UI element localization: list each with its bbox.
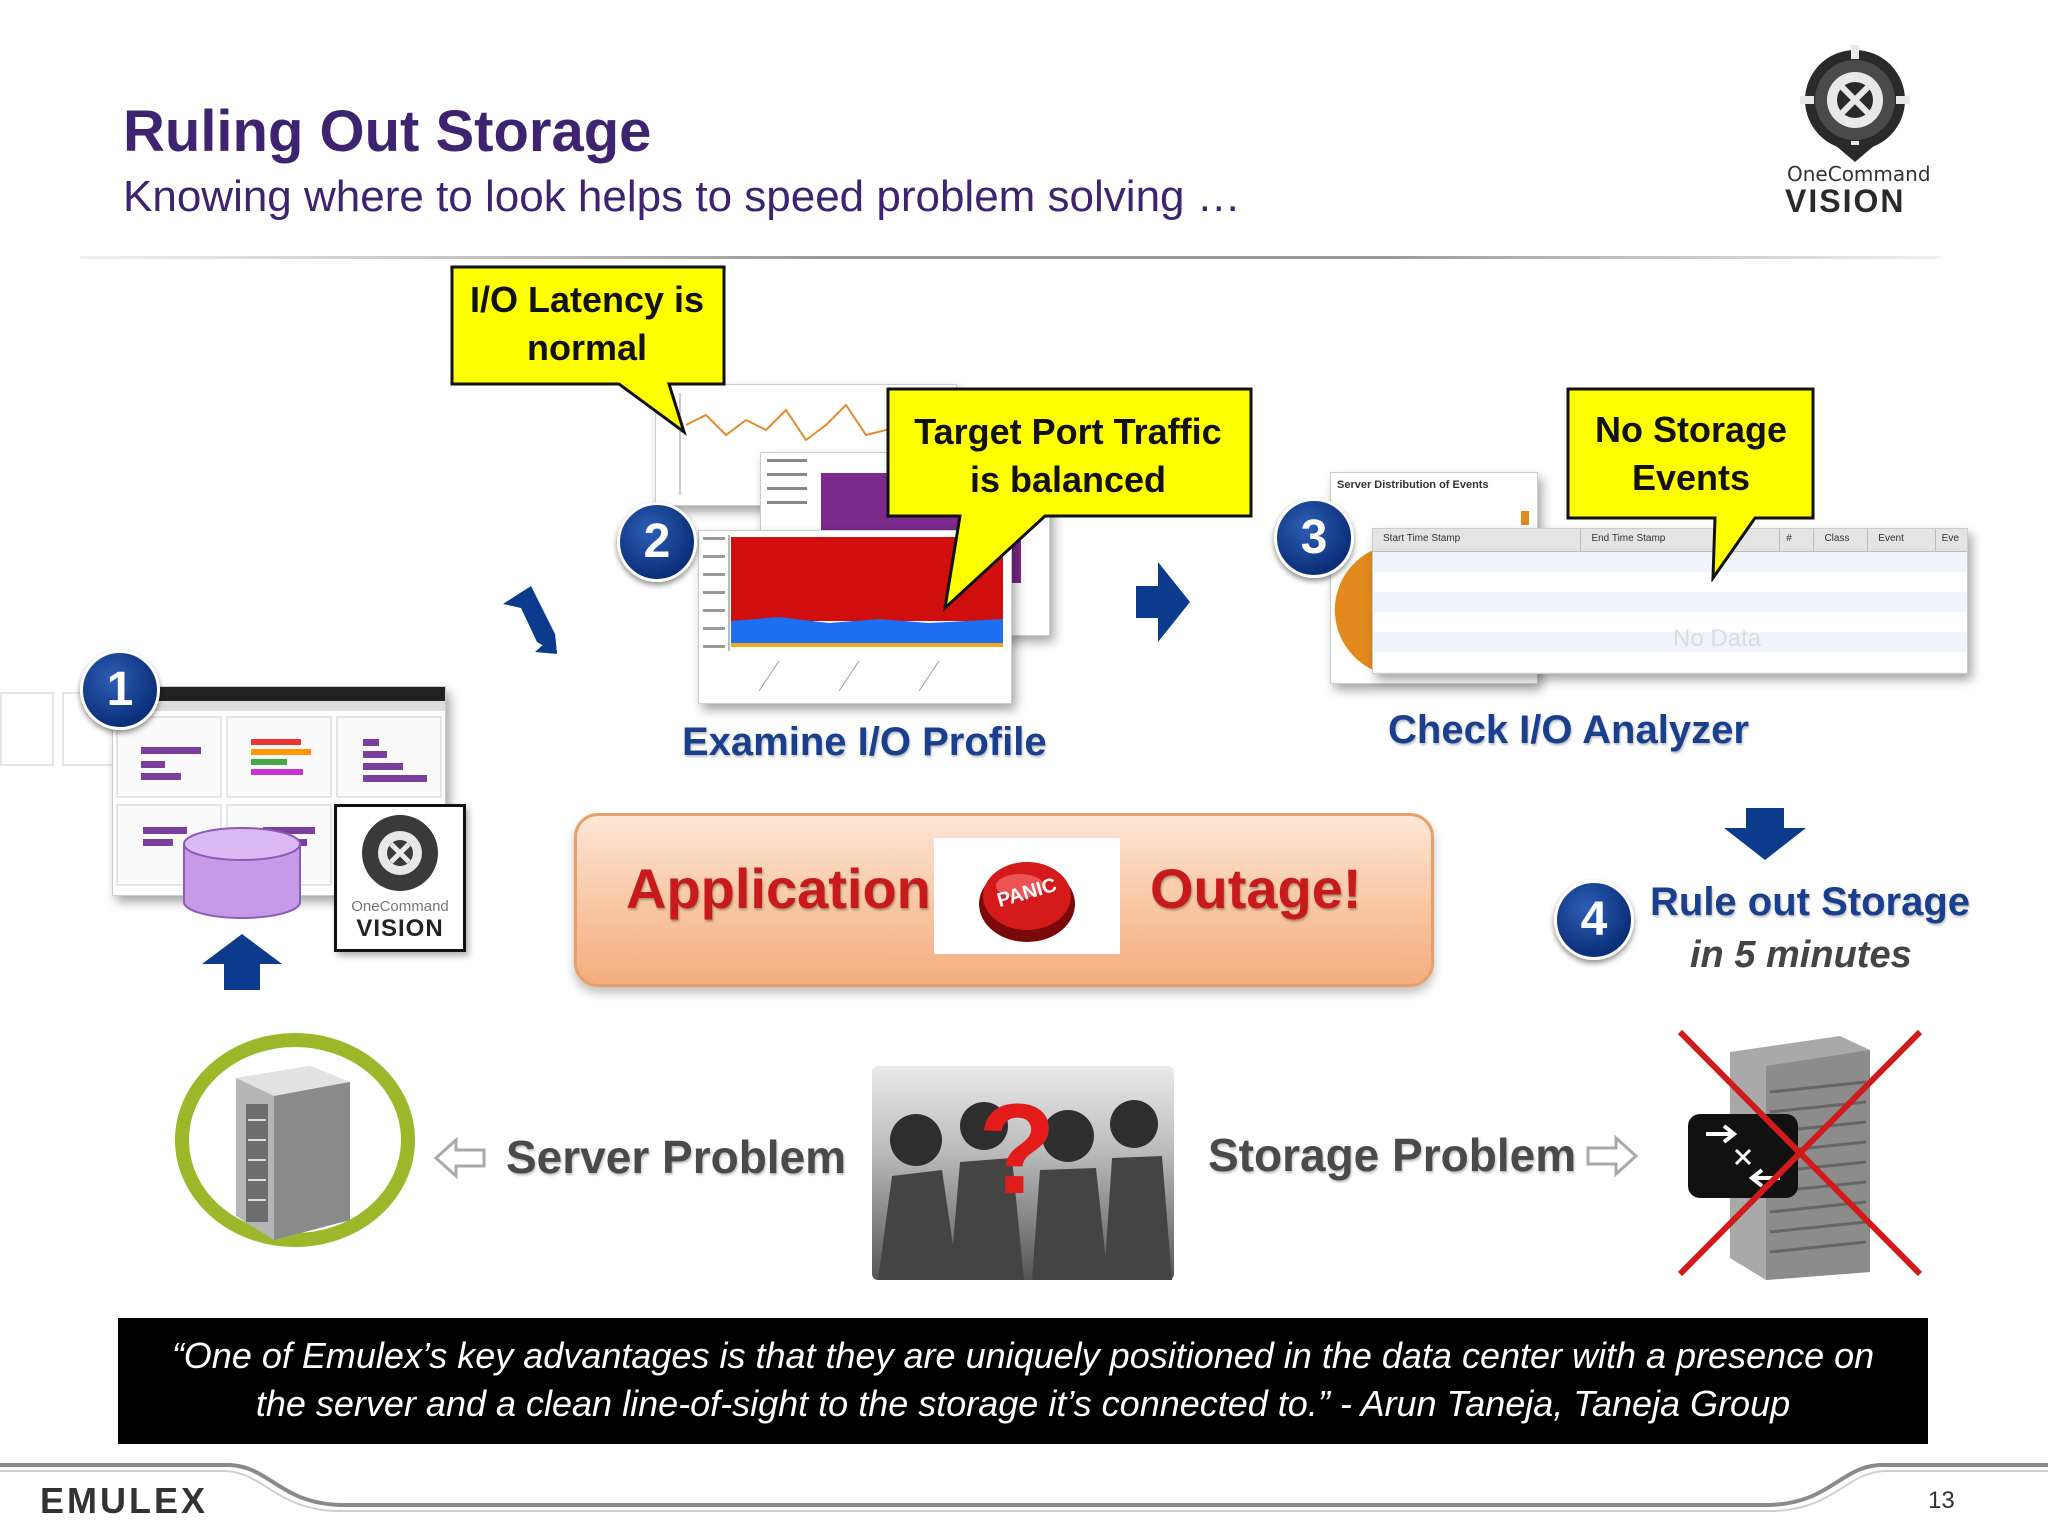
callout-traffic: Target Port Traffic is balanced: [914, 411, 1222, 500]
table-header: Eve: [1941, 533, 1959, 544]
step-3-badge: 3: [1274, 498, 1354, 578]
header-divider: [80, 256, 1940, 259]
step-1-badge: 1: [80, 650, 160, 730]
callout-bubble: [886, 387, 1253, 613]
page-number: 13: [1928, 1487, 1955, 1514]
step-3-label: Check I/O Analyzer: [1388, 708, 1749, 752]
arrow-up-icon: [202, 934, 282, 990]
vision-emblem-icon: [1800, 45, 1910, 162]
arrow-left-outline-icon: [434, 1136, 486, 1180]
step-4-sublabel: in 5 minutes: [1690, 934, 1912, 976]
slide-title: Ruling Out Storage: [123, 99, 652, 164]
table-header: End Time Stamp: [1581, 529, 1781, 551]
arrow-down-icon: [1724, 808, 1806, 860]
step-2-label: Examine I/O Profile: [682, 720, 1047, 764]
arrow-diagonal-icon: [503, 586, 557, 654]
callout-events: No Storage Events: [1594, 409, 1788, 498]
arrow-right-outline-icon: [1586, 1134, 1638, 1178]
vision-emblem-icon: [362, 815, 438, 891]
onecommand-vision-logo: OneCommand VISION: [1780, 40, 1931, 220]
table-header: #: [1780, 529, 1815, 551]
panic-button-image: PANIC: [934, 838, 1120, 954]
people-image: ?: [872, 1066, 1174, 1280]
step-2-badge: 2: [617, 502, 697, 582]
outage-right-text: Outage!: [1150, 857, 1362, 920]
analyzer-panel-title: Server Distribution of Events: [1337, 479, 1489, 491]
step-4-badge: 4: [1554, 880, 1634, 960]
logo-box-line2: VISION: [356, 915, 444, 942]
logo-line1: OneCommand: [1787, 162, 1931, 186]
emulex-logo: EMULEX: [40, 1480, 209, 1521]
faint-box: [0, 692, 54, 766]
no-data-text: No Data: [1673, 625, 1762, 652]
step-4-label: Rule out Storage: [1650, 880, 1971, 924]
server-icon: [175, 1033, 415, 1247]
database-icon: [183, 827, 301, 919]
callout-latency: I/O Latency is normal: [469, 279, 705, 368]
quote-box: “One of Emulex’s key advantages is that …: [118, 1318, 1928, 1444]
quote-line-1: “One of Emulex’s key advantages is that …: [171, 1335, 1875, 1376]
arrow-right-icon: [1136, 562, 1190, 642]
outage-left-text: Application: [626, 857, 931, 920]
question-mark: ?: [978, 1078, 1057, 1221]
callout-bubble: [450, 265, 726, 436]
logo-box-line1: OneCommand: [351, 898, 449, 915]
table-header: Event: [1868, 529, 1936, 551]
quote-line-2: the server and a clean line-of-sight to …: [255, 1383, 1791, 1424]
server-problem-label: Server Problem: [506, 1131, 847, 1183]
storage-problem-label: Storage Problem: [1208, 1129, 1577, 1181]
vision-logo-box: OneCommand VISION: [334, 804, 466, 952]
table-header: Class: [1814, 529, 1869, 551]
io-profile-chart-screenshot: [698, 530, 1012, 704]
callout-bubble: [1566, 387, 1815, 582]
table-header: Start Time Stamp: [1373, 529, 1582, 551]
storage-crossed-out-icon: [1677, 1029, 1923, 1280]
logo-line2: VISION: [1785, 183, 1906, 219]
footer-swoosh: [0, 1463, 2048, 1512]
analyzer-table-screenshot: Start Time Stamp End Time Stamp # Class …: [1372, 528, 1968, 674]
slide-subtitle: Knowing where to look helps to speed pro…: [123, 172, 1241, 221]
